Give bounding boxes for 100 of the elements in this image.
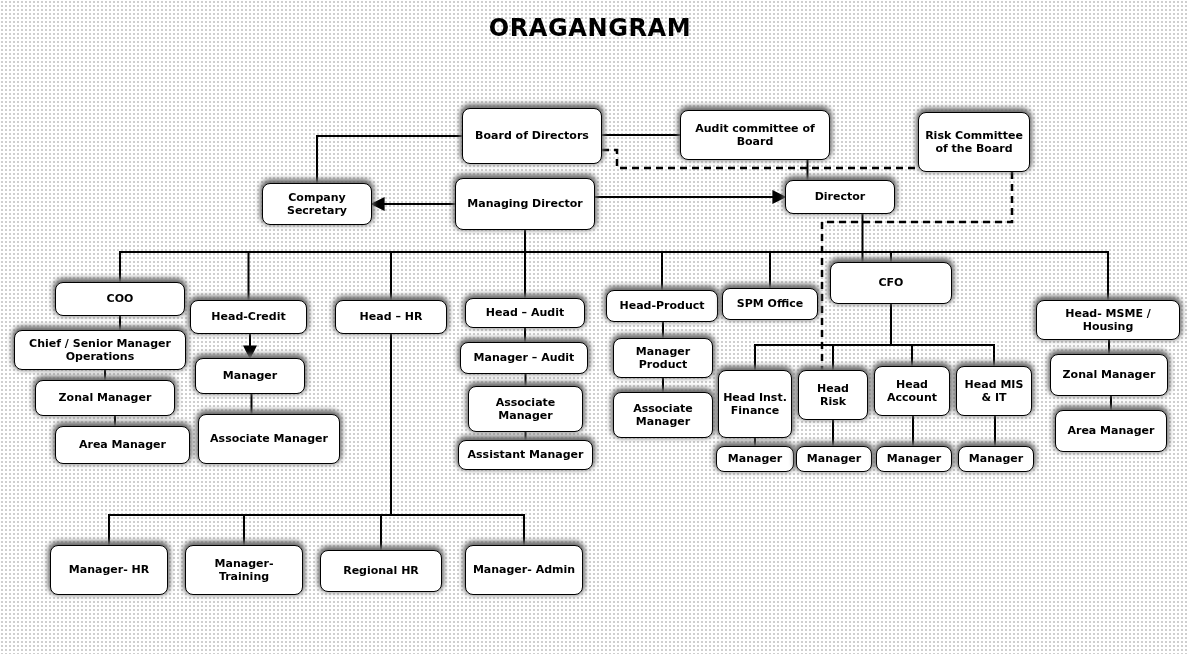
box-label: Manager- Admin [472,563,576,577]
box-label: Regional HR [343,564,419,578]
box-label: Director [814,190,866,204]
box-label: Manager – Audit [473,351,575,365]
box-label: SPM Office [736,297,804,311]
org-box [465,298,585,328]
box-label: Head Risk [816,381,850,409]
box-label: Associate Manager [632,401,694,429]
org-box [195,358,305,394]
box-label: Board of Directors [475,129,589,143]
org-box [455,178,595,230]
org-box [458,440,593,470]
org-box [190,300,307,334]
connector-line [662,321,664,339]
box-label: Risk Committee of the Board [924,128,1024,156]
org-box [1036,300,1180,340]
connector-line [316,135,463,184]
box-label: Associate Manager [210,432,328,446]
connector-line [250,393,253,415]
connector-line [524,373,527,387]
dashed-connector [820,172,1014,370]
connector-line [806,159,809,181]
box-label: Zonal Manager [1062,368,1156,382]
org-box [462,108,602,164]
org-box [335,300,447,334]
box-label: Head MIS & IT [963,377,1025,405]
org-box [613,338,713,378]
box-label: Head- MSME / Housing [1064,306,1152,334]
connector-line [1110,395,1112,411]
org-box [1050,354,1168,396]
org-box [613,392,713,438]
org-box [460,342,588,374]
box-label: Manager [968,452,1024,466]
connector-line [594,190,787,204]
org-box [918,112,1030,172]
box-label: Head-Product [619,299,705,313]
box-label: Audit committee of Board [694,121,816,149]
org-box [606,290,718,322]
connector-line [994,415,996,447]
chart-title: ORAGANGRAM [487,13,693,44]
org-box [262,183,372,225]
org-box [785,180,895,214]
org-box [320,550,442,592]
connector-line [119,315,121,331]
box-label: Manager- HR [68,563,150,577]
box-label: Head – HR [359,310,423,324]
connector-line [662,377,664,393]
connector-line [524,327,526,343]
org-box [35,380,175,416]
box-label: CFO [878,276,904,290]
box-label: Head Inst. Finance [723,390,787,418]
box-label: Area Manager [1067,424,1155,438]
org-box [50,545,168,595]
connector-line [104,369,106,381]
connector-line [832,419,834,447]
org-box [796,446,872,472]
box-label: Manager Product [634,344,692,372]
connector-line [912,415,914,447]
connector-line [601,134,681,136]
org-box [680,110,830,160]
box-label: Zonal Manager [58,391,152,405]
connector-line [370,197,456,211]
connector-line [1108,339,1110,355]
org-box [956,366,1032,416]
org-box [876,446,952,472]
connector-line [861,213,864,263]
box-label: Manager- Training [213,556,275,584]
box-label: Head Account [885,377,938,405]
box-label: Head – Audit [485,306,565,320]
box-label: Manager [806,452,862,466]
box-label: Associate Manager [494,395,557,423]
connector-line [114,415,116,427]
org-box [958,446,1034,472]
org-box [718,370,792,438]
box-label: Manager [727,452,783,466]
box-label: Area Manager [78,438,166,452]
connector-line [754,437,756,447]
box-label: Company Secretary [285,190,349,218]
box-label: Managing Director [467,197,583,211]
org-box [55,426,190,464]
box-label: Assistant Manager [467,448,584,462]
box-label: Chief / Senior Manager Operations [28,336,172,364]
org-box [798,370,868,420]
box-label: Manager [886,452,942,466]
connector-line [890,303,995,367]
org-box [722,288,818,320]
connector-line [243,333,257,360]
org-box [198,414,340,464]
box-label: Manager [222,369,278,383]
org-box [55,282,185,316]
org-box [465,545,583,595]
org-box [185,545,303,595]
dashed-connector [602,148,918,170]
connector-line [390,333,525,546]
org-box [874,366,950,416]
org-box [14,330,186,370]
org-box [1055,410,1167,452]
connector-line [524,431,527,441]
org-box [716,446,794,472]
org-box [468,386,583,432]
